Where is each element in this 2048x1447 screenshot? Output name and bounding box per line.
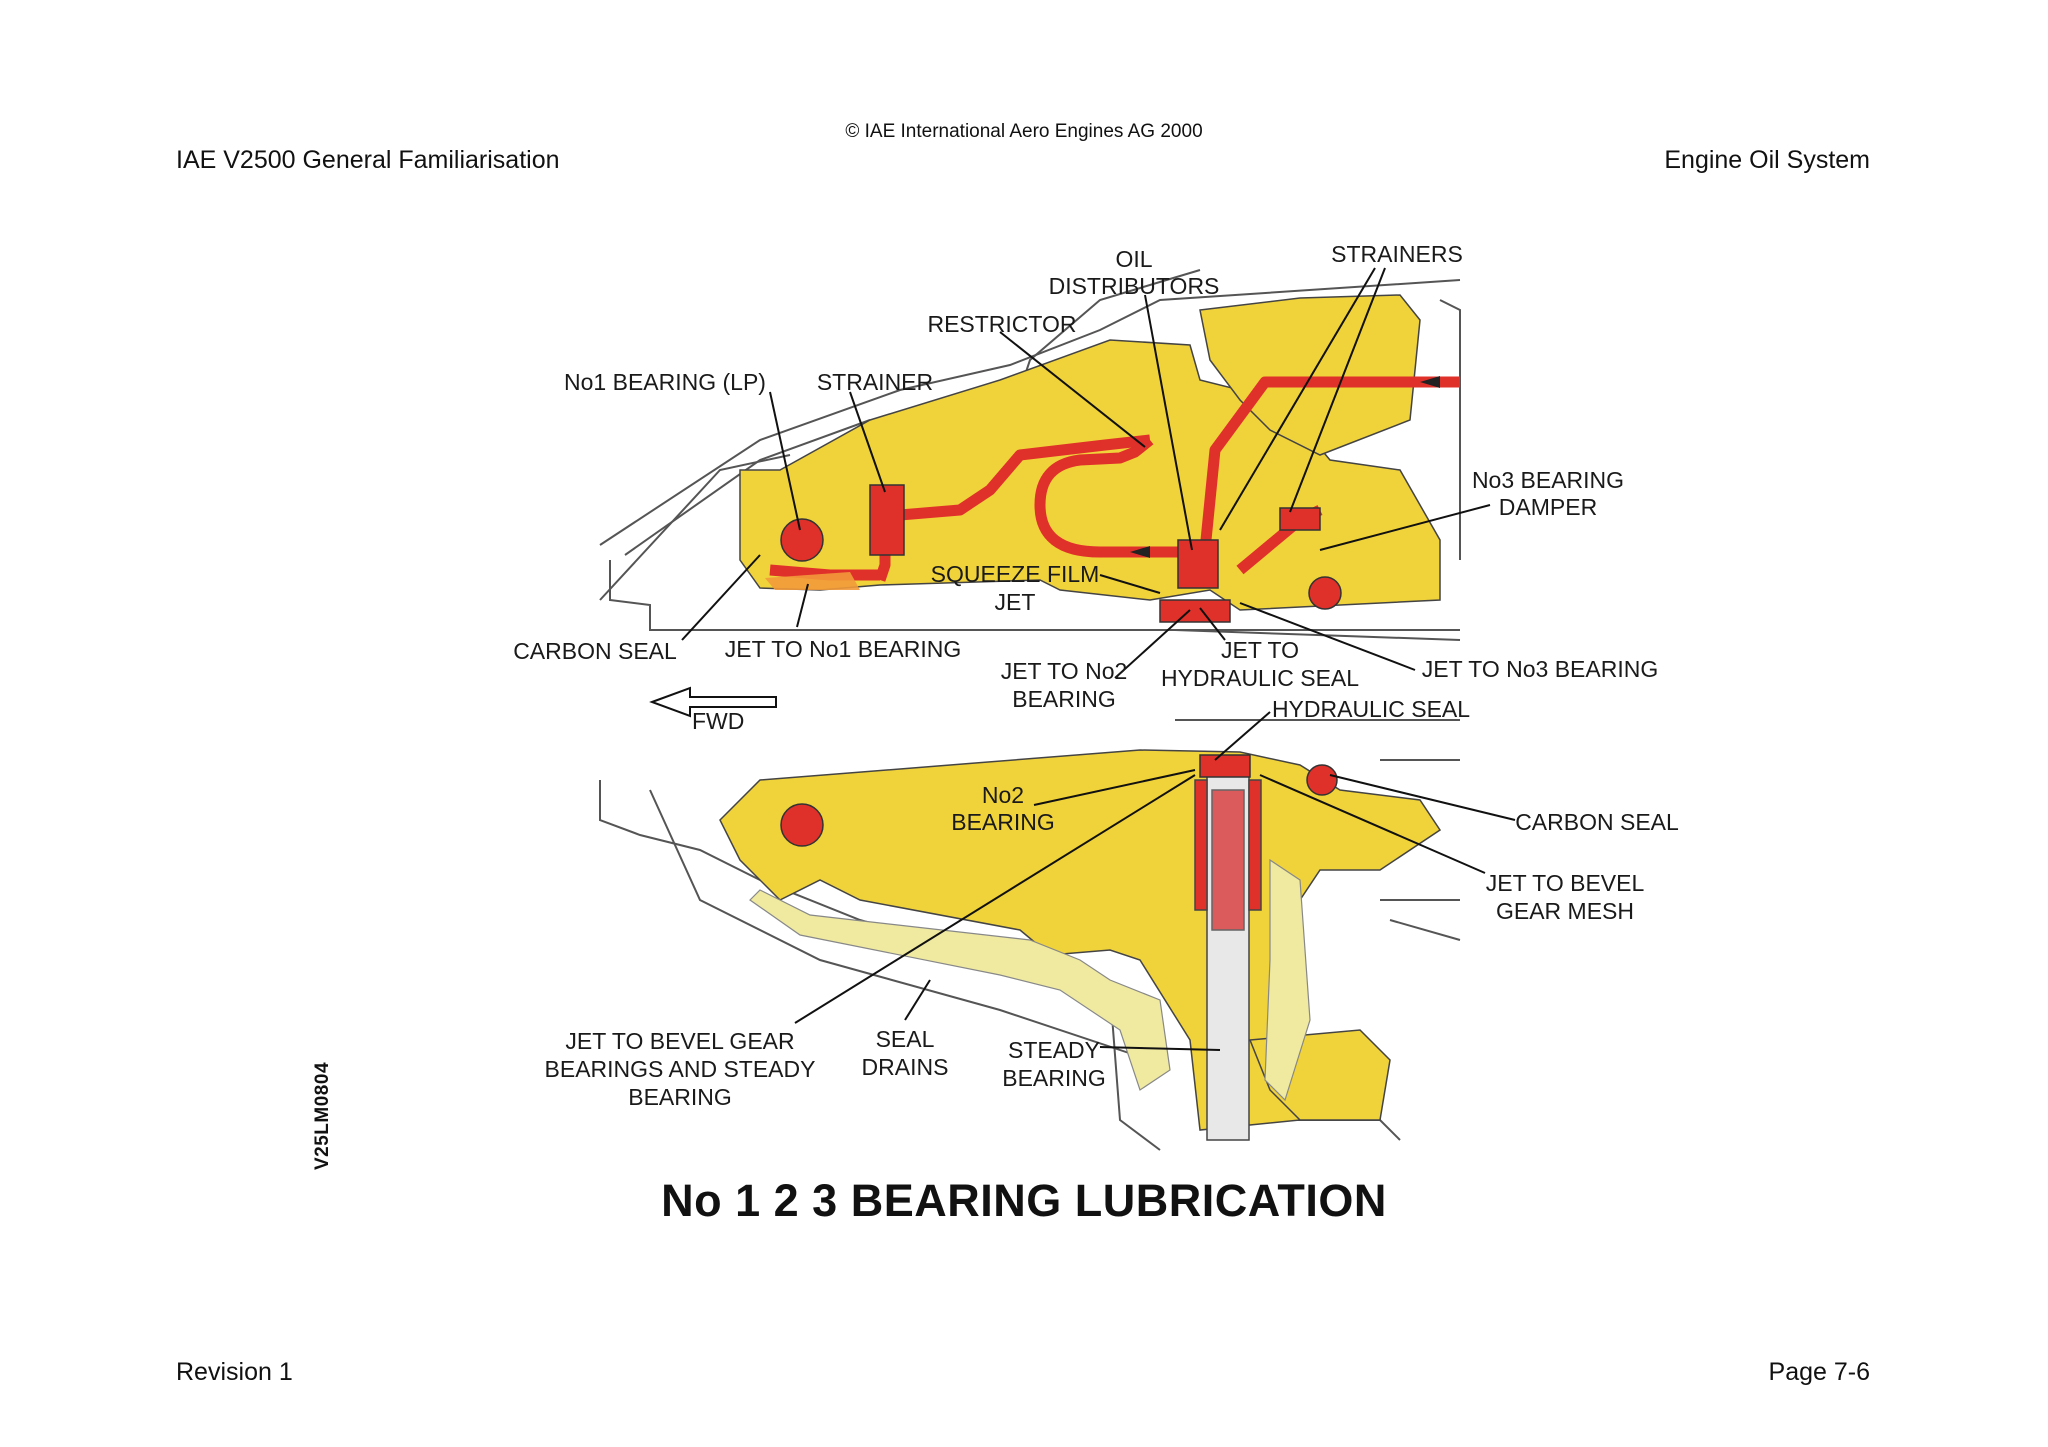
figure-code: V25LM0804 <box>312 1061 333 1170</box>
copyright-notice: © IAE International Aero Engines AG 2000 <box>845 121 1203 142</box>
label-no1-bearing: No1 BEARING (LP) <box>564 369 766 395</box>
leader-lines <box>681 267 1516 1051</box>
label-seal: SEAL <box>876 1026 935 1052</box>
label-steady: STEADY <box>1008 1037 1100 1063</box>
label-no3-damper: DAMPER <box>1499 494 1597 520</box>
label-jet-no3: JET TO No3 BEARING <box>1422 656 1658 682</box>
no1-bearing-lower <box>780 803 824 847</box>
label-strainers: STRAINERS <box>1331 241 1463 267</box>
label-jet-no2: JET TO No2 <box>1001 658 1128 684</box>
figure-title: No 1 2 3 BEARING LUBRICATION <box>661 1175 1387 1226</box>
label-no2: No2 <box>982 782 1024 808</box>
label-carbon-seal-bottom: CARBON SEAL <box>1515 809 1679 835</box>
callout-labels: OIL DISTRIBUTORS STRAINERS RESTRICTOR No… <box>513 241 1679 1110</box>
label-restrictor: RESTRICTOR <box>927 311 1076 337</box>
jet-flow <box>765 572 860 590</box>
label-oil-distributors: DISTRIBUTORS <box>1049 273 1220 299</box>
label-gear-mesh: GEAR MESH <box>1496 898 1634 924</box>
label-jet-no2-bearing: BEARING <box>1012 686 1116 712</box>
label-jet-to-bevel: JET TO BEVEL <box>1486 870 1645 896</box>
scavenge-flow <box>749 858 1311 1102</box>
label-hydraulic-seal: HYDRAULIC SEAL <box>1272 696 1470 722</box>
label-oil: OIL <box>1115 246 1152 272</box>
label-jet-hydraulic-seal: HYDRAULIC SEAL <box>1161 665 1359 691</box>
label-no3-bearing: No3 BEARING <box>1472 467 1624 493</box>
label-jet-no1: JET TO No1 BEARING <box>725 636 961 662</box>
label-jet-bevel-gear: JET TO BEVEL GEAR <box>565 1028 794 1054</box>
no3-bearing-upper <box>1308 576 1342 610</box>
label-drains: DRAINS <box>862 1054 949 1080</box>
label-squeeze-jet: JET <box>995 589 1036 615</box>
label-bevel-bearing: BEARING <box>628 1084 732 1110</box>
fwd-label: FWD <box>692 708 744 734</box>
forward-arrow <box>649 686 777 718</box>
revision-label: Revision 1 <box>176 1358 293 1386</box>
bearings <box>780 518 1342 847</box>
label-no2-bearing: BEARING <box>951 809 1055 835</box>
label-squeeze-film: SQUEEZE FILM <box>931 561 1100 587</box>
label-strainer: STRAINER <box>817 369 933 395</box>
label-jet-to: JET TO <box>1221 637 1299 663</box>
components <box>869 484 1321 778</box>
page-number: Page 7-6 <box>1768 1358 1870 1386</box>
no3-bearing-lower <box>1306 764 1338 796</box>
label-steady-bearing: BEARING <box>1002 1065 1106 1091</box>
no1-bearing-upper <box>780 518 824 562</box>
label-carbon-seal-top: CARBON SEAL <box>513 638 677 664</box>
document-title: IAE V2500 General Familiarisation <box>176 146 560 174</box>
section-title: Engine Oil System <box>1664 146 1870 174</box>
label-bearings-steady: BEARINGS AND STEADY <box>545 1056 816 1082</box>
flow-arrows <box>1130 376 1440 558</box>
